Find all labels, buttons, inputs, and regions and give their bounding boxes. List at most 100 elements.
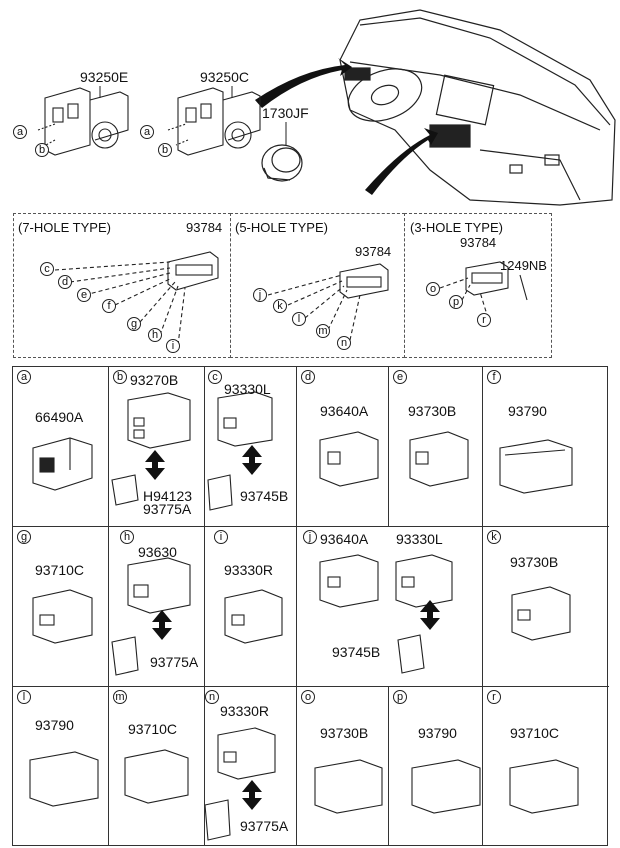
cell-letter: i <box>214 530 228 544</box>
part-number-label: 93640A <box>320 531 369 547</box>
cell-letter: k <box>487 530 501 544</box>
dashboard-illustration <box>339 9 616 206</box>
cell-letter: c <box>208 370 222 384</box>
callout-i: i <box>166 339 180 353</box>
part-number-label: 93784 <box>186 220 223 235</box>
part-number-label: 93710C <box>35 562 85 578</box>
panel-title: (3-HOLE TYPE) <box>410 220 503 235</box>
cell-letter: r <box>487 690 501 704</box>
cell-letter: e <box>393 370 407 384</box>
cell-letter: n <box>205 690 219 704</box>
grid-cell <box>389 687 483 845</box>
part-number-label: 93640A <box>320 403 369 419</box>
double-arrow-icons <box>145 445 440 810</box>
part-number-label: 93330R <box>224 562 274 578</box>
grid-cell <box>109 367 205 527</box>
part-number-label: 1730JF <box>262 105 309 121</box>
callout-r: r <box>477 313 491 327</box>
callout-n: n <box>337 336 351 350</box>
grid-cell <box>297 527 483 687</box>
callout-b: b <box>35 143 49 157</box>
part-number-label: 93790 <box>35 717 74 733</box>
part-number-label: 93790 <box>508 403 547 419</box>
grid-cell <box>297 687 389 845</box>
switch-assembly-93250C <box>167 87 261 156</box>
callout-p: p <box>449 295 463 309</box>
parts-grid <box>12 366 609 846</box>
cell-letter: b <box>113 370 127 384</box>
cell-letter: f <box>487 370 501 384</box>
grid-cell <box>13 527 109 687</box>
cell-letter: o <box>301 690 315 704</box>
part-number-label: 93330L <box>224 381 271 397</box>
grid-cell <box>483 527 609 687</box>
part-number-label: 93730B <box>320 725 369 741</box>
callout-o: o <box>426 282 440 296</box>
grid-cell <box>205 527 297 687</box>
panel-3-hole <box>404 213 552 358</box>
connector-5-hole <box>267 263 389 341</box>
callout-a: a <box>140 125 154 139</box>
cell-letter: a <box>17 370 31 384</box>
grid-cell <box>13 687 109 845</box>
grid-cell <box>109 527 205 687</box>
part-number-label: 93330R <box>220 703 270 719</box>
callout-k: k <box>273 299 287 313</box>
panel-title: (5-HOLE TYPE) <box>235 220 328 235</box>
callout-d: d <box>58 275 72 289</box>
grid-cell <box>483 687 609 845</box>
cell-letter: l <box>17 690 31 704</box>
cell-letter: m <box>113 690 127 704</box>
part-number-label: 93790 <box>418 725 457 741</box>
connector-3-hole <box>439 261 528 319</box>
knob-1730JF <box>261 144 303 182</box>
part-number-label: 93775A <box>150 654 199 670</box>
cell-letter: g <box>17 530 31 544</box>
part-number-label: 93270B <box>130 372 179 388</box>
panel-title: (7-HOLE TYPE) <box>18 220 111 235</box>
grid-cell <box>205 367 297 527</box>
callout-j: j <box>253 288 267 302</box>
switch-assembly-93250E <box>37 87 129 156</box>
grid-cell <box>13 367 109 527</box>
cell-letter: j <box>303 530 317 544</box>
part-number-label: 93775A <box>240 818 289 834</box>
part-number-label: 66490A <box>35 409 84 425</box>
part-number-label: 1249NB <box>500 258 547 273</box>
part-number-label: 93784 <box>460 235 497 250</box>
part-number-label: 93330L <box>396 531 443 547</box>
part-number-label: 93730B <box>408 403 457 419</box>
part-number-label: 93250E <box>80 69 129 85</box>
grid-cell <box>205 687 297 845</box>
grid-cell <box>109 687 205 845</box>
grid-cell <box>483 367 609 527</box>
callout-b: b <box>158 143 172 157</box>
connector-7-hole <box>54 251 219 346</box>
callout-c: c <box>40 262 54 276</box>
callout-f: f <box>102 299 116 313</box>
callout-g: g <box>127 317 141 331</box>
part-number-label: 93745B <box>332 644 381 660</box>
callout-l: l <box>292 312 306 326</box>
pointer-arrow <box>365 128 438 195</box>
part-number-label: H94123 <box>143 488 193 504</box>
switch-illustrations <box>29 391 579 841</box>
part-number-label: 93710C <box>128 721 178 737</box>
cell-letter: h <box>120 530 134 544</box>
callout-m: m <box>316 324 330 338</box>
grid-cell <box>297 367 389 527</box>
callout-e: e <box>77 288 91 302</box>
cell-letter: p <box>393 690 407 704</box>
part-number-label: 93250C <box>200 69 250 85</box>
callout-a: a <box>13 125 27 139</box>
part-number-label: 93710C <box>510 725 560 741</box>
pointer-arrow <box>255 58 352 108</box>
part-number-label: 93630 <box>138 544 177 560</box>
part-number-label: 93730B <box>510 554 559 570</box>
part-number-label: 93745B <box>240 488 289 504</box>
cell-letter: d <box>301 370 315 384</box>
part-number-label: 93784 <box>355 244 392 259</box>
grid-cell <box>389 367 483 527</box>
part-number-label: 93775A <box>143 501 192 517</box>
